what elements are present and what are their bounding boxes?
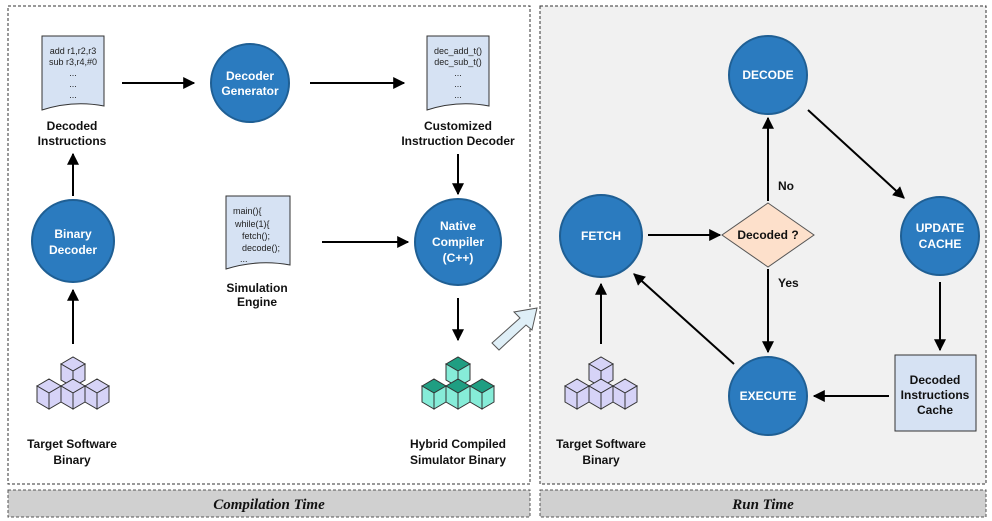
decode-label: DECODE: [742, 68, 793, 82]
customized-code-line: ...: [454, 79, 462, 89]
decoded-instructions-label: Decoded: [47, 119, 98, 133]
runtime-target-binary-cubes-icon: [564, 356, 638, 410]
decoder-generator-label: Generator: [221, 84, 279, 98]
compilation-footer: [7, 489, 531, 518]
simulation-engine-label: Engine: [237, 295, 277, 309]
decoded-instructions-cache: [894, 354, 977, 432]
engine-code-line: main(){: [233, 206, 262, 216]
update-cache-label: UPDATE: [916, 221, 964, 235]
yes-label: Yes: [778, 276, 799, 290]
execute-node: [728, 356, 808, 436]
engine-code-line: ...: [240, 254, 248, 264]
native-compiler-node: [414, 198, 502, 286]
hybrid-binary-label: Hybrid Compiled: [410, 437, 506, 451]
native-compiler-label: Compiler: [432, 235, 484, 249]
update-cache-label: CACHE: [919, 237, 962, 251]
arrow-decode-to-update: [807, 109, 905, 199]
decision-diamond: [721, 202, 815, 268]
cache-label: Decoded: [910, 373, 961, 387]
cache-label: Cache: [917, 403, 953, 417]
no-label: No: [778, 179, 794, 193]
target-binary-label: Target Software: [27, 437, 117, 451]
target-binary-label: Binary: [53, 453, 91, 467]
decoded-instructions-doc: add r1,r2,r3 sub r3,r4,#0 ... ... ...: [41, 35, 105, 111]
hybrid-binary-label: Simulator Binary: [410, 453, 506, 467]
runtime-footer-label: Run Time: [731, 497, 794, 513]
native-compiler-label: Native: [440, 219, 476, 233]
customized-decoder-doc: dec_add_t() dec_sub_t() ... ... ...: [426, 35, 490, 111]
runtime-target-binary-label: Target Software: [556, 437, 646, 451]
decoder-generator-node: [210, 43, 290, 123]
decoder-generator-label: Decoder: [226, 69, 274, 83]
customized-code-line: ...: [454, 68, 462, 78]
decoded-code-line: ...: [69, 90, 77, 100]
runtime-footer: [539, 489, 987, 518]
simulation-engine-doc: main(){ while(1){ fetch(); decode(); ...: [225, 195, 291, 270]
binary-decoder-node: [31, 199, 115, 283]
cache-label: Instructions: [901, 388, 970, 402]
engine-code-line: while(1){: [234, 219, 270, 229]
decoded-code-line: sub r3,r4,#0: [49, 57, 97, 67]
binary-decoder-label: Decoder: [49, 243, 97, 257]
engine-code-line: fetch();: [242, 231, 270, 241]
update-cache-node: [900, 196, 980, 276]
decoded-code-line: ...: [69, 79, 77, 89]
target-binary-cubes-icon: [36, 356, 110, 410]
decoded-code-line: add r1,r2,r3: [50, 46, 97, 56]
decode-node: [728, 35, 808, 115]
customized-code-line: dec_add_t(): [434, 46, 482, 56]
fetch-label: FETCH: [581, 229, 621, 243]
arrow-execute-to-fetch: [633, 273, 735, 365]
customized-code-line: ...: [454, 90, 462, 100]
hybrid-binary-cubes-icon: [421, 356, 495, 410]
native-compiler-label: (C++): [443, 251, 474, 265]
compilation-footer-label: Compilation Time: [213, 497, 325, 513]
decision-label: Decoded ?: [737, 228, 798, 242]
customized-code-line: dec_sub_t(): [434, 57, 482, 67]
runtime-target-binary-label: Binary: [582, 453, 620, 467]
fetch-node: [559, 194, 643, 278]
simulation-engine-label: Simulation: [226, 281, 287, 295]
decoded-instructions-label: Instructions: [38, 134, 107, 148]
execute-label: EXECUTE: [740, 389, 797, 403]
transition-arrow-icon: [491, 307, 538, 351]
engine-code-line: decode();: [242, 243, 280, 253]
decoded-code-line: ...: [69, 68, 77, 78]
binary-decoder-label: Binary: [54, 227, 92, 241]
customized-decoder-label: Customized: [424, 119, 492, 133]
customized-decoder-label: Instruction Decoder: [401, 134, 515, 148]
